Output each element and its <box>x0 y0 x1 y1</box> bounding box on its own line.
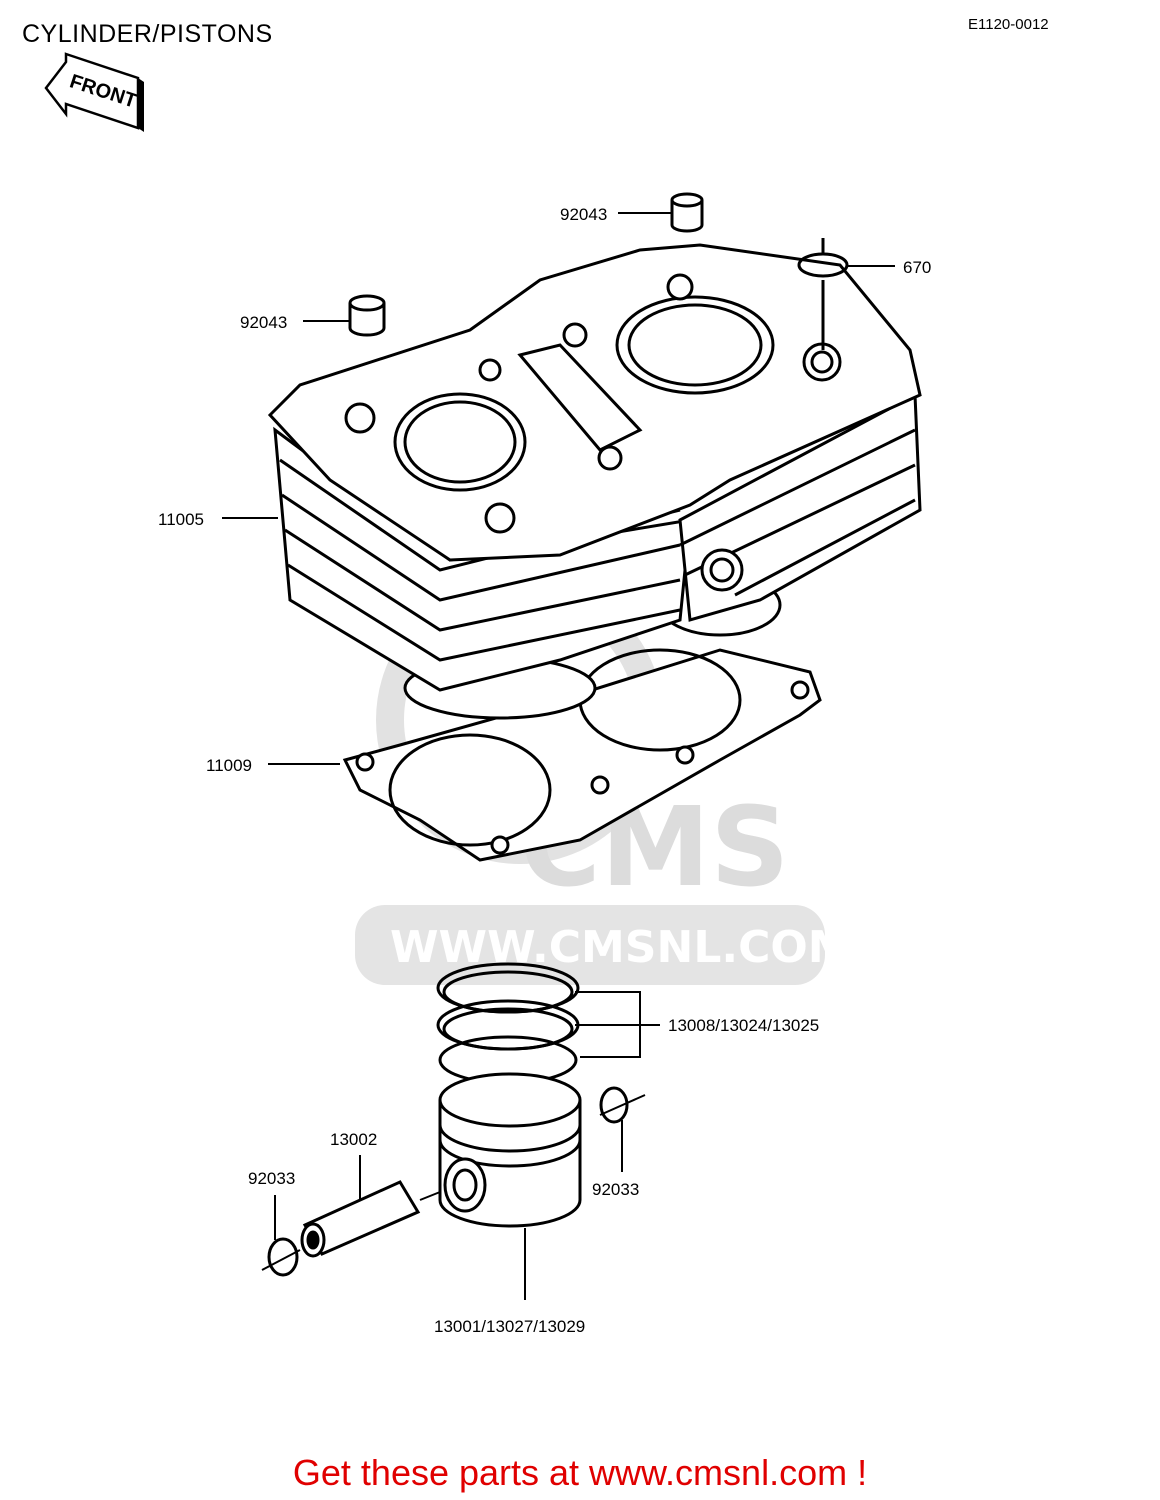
footer-link[interactable]: Get these parts at www.cmsnl.com ! <box>0 1452 1160 1494</box>
label-dowel-upper: 92043 <box>560 205 607 224</box>
dowel-pin-upper <box>670 192 704 233</box>
front-arrow-icon: FRONT <box>44 52 144 132</box>
cylinder-block <box>267 243 922 720</box>
label-oring: 670 <box>903 258 931 277</box>
dowel-pin-left <box>348 294 386 337</box>
label-piston: 13001/13027/13029 <box>434 1317 585 1336</box>
label-pin: 13002 <box>330 1130 377 1149</box>
label-dowel-left: 92043 <box>240 313 287 332</box>
circlip-left <box>261 1237 301 1277</box>
o-ring <box>797 238 849 350</box>
footer-text[interactable]: Get these parts at www.cmsnl.com ! <box>292 1452 868 1493</box>
page-title: CYLINDER/PISTONS <box>22 20 273 48</box>
piston <box>438 1072 582 1300</box>
watermark-url: WWW.CMSNL.COM <box>390 922 852 973</box>
circlip-right <box>599 1086 646 1124</box>
label-gasket: 11009 <box>206 756 252 775</box>
leader-lines <box>222 212 895 1240</box>
label-clip-left: 92033 <box>248 1169 295 1188</box>
label-rings: 13008/13024/13025 <box>668 1016 819 1035</box>
diagram-code: E1120-0012 <box>968 16 1049 33</box>
piston-pin <box>300 1180 441 1258</box>
label-cylinder: 11005 <box>158 510 204 529</box>
label-clip-right: 92033 <box>592 1180 639 1199</box>
